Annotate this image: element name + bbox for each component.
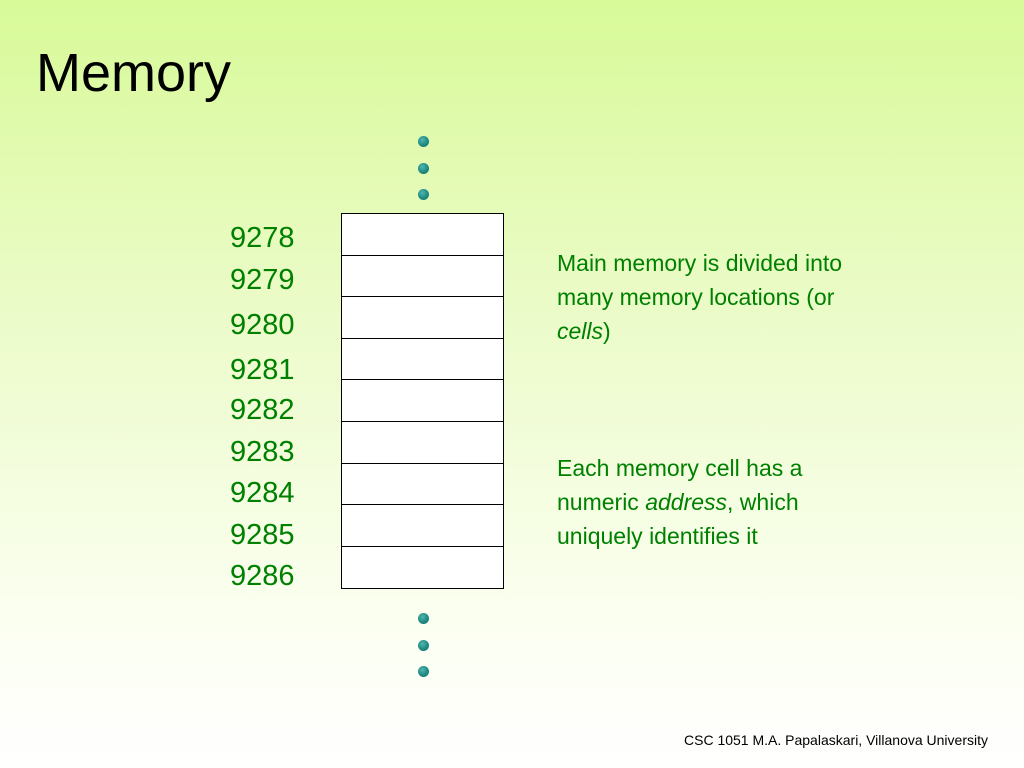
address-label: 9278 <box>230 222 295 254</box>
ellipsis-dot <box>418 136 429 147</box>
memory-cell <box>342 505 503 547</box>
address-note: Each memory cell has a numeric address, … <box>557 451 887 553</box>
address-note-text: Each memory cell has a numeric <box>557 455 803 515</box>
memory-cell <box>342 422 503 464</box>
memory-cell <box>342 256 503 298</box>
ellipsis-dot <box>418 613 429 624</box>
cells-note: Main memory is divided into many memory … <box>557 246 887 348</box>
ellipsis-dot <box>418 666 429 677</box>
slide-title: Memory <box>36 43 232 103</box>
ellipsis-dot <box>418 639 429 651</box>
ellipsis-dot <box>418 162 429 174</box>
ellipsis-dots-bottom <box>418 613 430 693</box>
cells-note-text: Main memory is divided into many memory … <box>557 250 843 310</box>
memory-cell <box>342 380 503 422</box>
address-note-emphasis: address <box>645 489 728 515</box>
address-label: 9283 <box>230 436 295 468</box>
cells-note-suffix: ) <box>603 318 611 344</box>
memory-cell <box>342 297 503 339</box>
address-label: 9284 <box>230 477 295 509</box>
address-label: 9285 <box>230 519 295 551</box>
cells-note-emphasis: cells <box>557 318 604 344</box>
address-label: 9280 <box>230 309 295 341</box>
memory-cell <box>342 547 503 589</box>
memory-cell <box>342 464 503 506</box>
memory-cell <box>342 214 503 256</box>
memory-cell <box>342 339 503 381</box>
ellipsis-dots-top <box>418 136 430 216</box>
address-label: 9279 <box>230 264 295 296</box>
slide-footer: CSC 1051 M.A. Papalaskari, Villanova Uni… <box>684 732 988 748</box>
address-label: 9286 <box>230 560 295 592</box>
address-label: 9282 <box>230 394 295 426</box>
ellipsis-dot <box>418 189 429 200</box>
memory-cells <box>341 213 504 590</box>
address-label: 9281 <box>230 354 295 386</box>
address-note-suffix: , which uniquely identifies it <box>557 489 799 549</box>
